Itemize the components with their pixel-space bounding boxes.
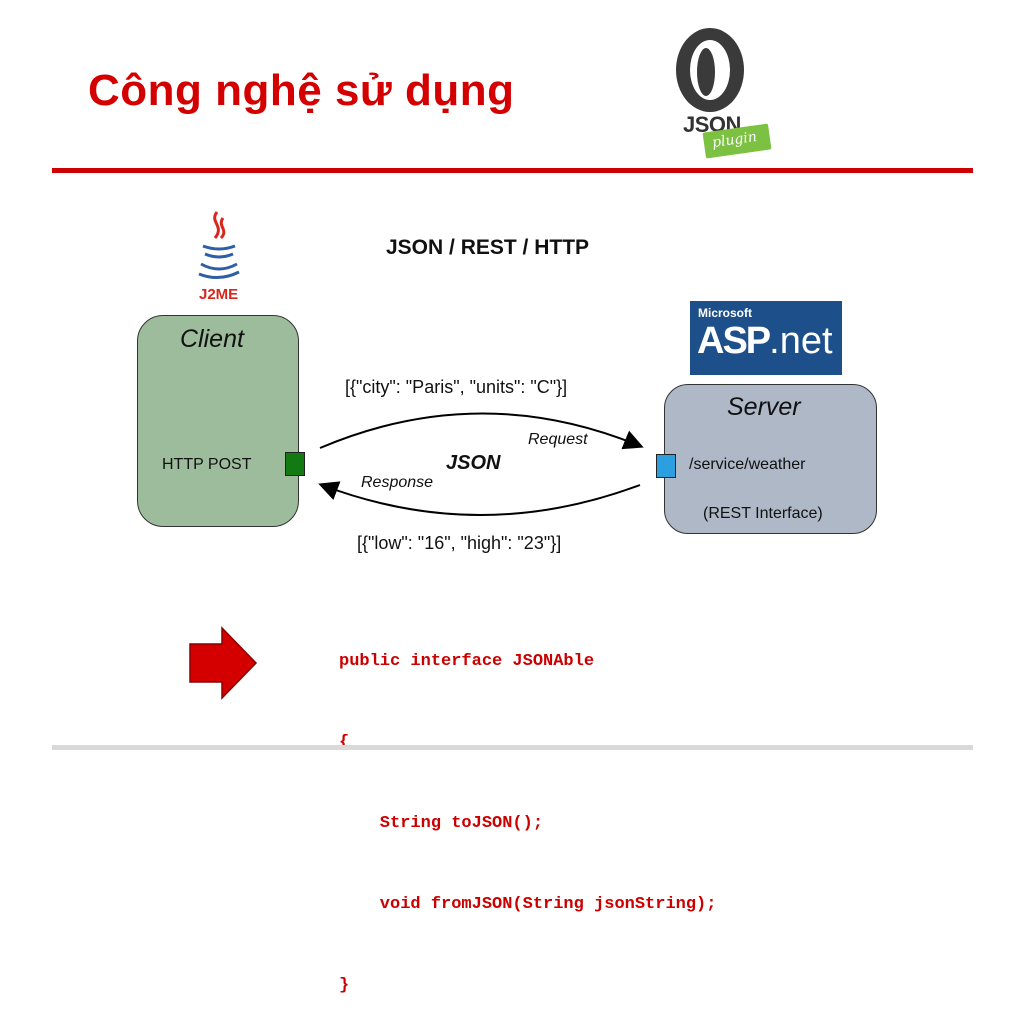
server-interface: (REST Interface) [703,505,823,522]
request-arrow [319,412,644,450]
code-line: String toJSON(); [339,814,544,833]
server-endpoint: /service/weather [689,456,806,473]
red-arrow-icon [189,626,258,700]
code-line: public interface JSONAble [339,652,595,671]
response-label: Response [361,474,434,491]
server-box [664,384,877,534]
aspnet-logo [690,301,842,375]
client-port [285,452,305,476]
protocol-title: JSON / REST / HTTP [386,236,590,259]
aspnet-logo-net: .net [769,320,833,362]
code-line: void fromJSON(String jsonString); [339,895,717,914]
title-divider [52,168,973,173]
j2me-label: J2ME [199,286,239,303]
server-port [656,454,676,478]
response-payload: [{"low": "16", "high": "23"}] [357,533,562,553]
code-line: } [339,976,350,995]
aspnet-logo-text: ASP.net [697,320,833,363]
client-box [137,315,299,527]
code-block: public interface JSONAble { String toJSO… [339,594,716,1026]
format-label: JSON [446,452,501,474]
client-method: HTTP POST [162,456,252,473]
slide-title: Công nghệ sử dụng [88,66,515,115]
response-arrow [318,481,641,516]
code-line: { [339,733,350,752]
request-response-arrows [318,412,644,516]
aspnet-logo-microsoft: Microsoft [698,306,752,320]
client-title: Client [180,325,244,353]
aspnet-logo-asp: ASP [697,320,771,362]
json-plugin-logo [676,28,744,112]
server-title: Server [727,393,801,421]
request-label: Request [528,431,588,448]
request-payload: [{"city": "Paris", "units": "C"}] [345,377,568,397]
footer-divider [52,745,973,750]
java-cup-icon [198,211,240,279]
